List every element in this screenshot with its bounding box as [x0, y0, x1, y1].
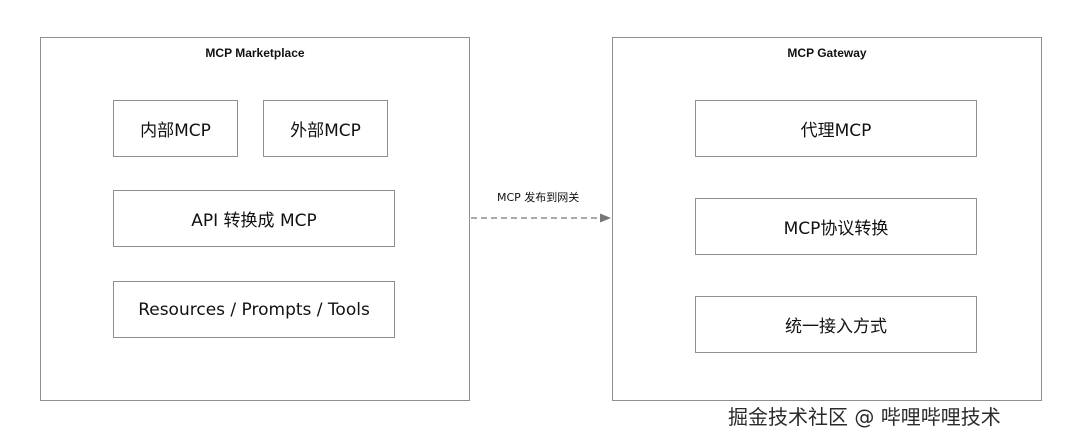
proxy-mcp-node: 代理MCP	[695, 100, 977, 157]
publish-edge-arrowhead	[600, 213, 611, 223]
api-convert-node: API 转换成 MCP	[113, 190, 395, 247]
resources-node: Resources / Prompts / Tools	[113, 281, 395, 338]
internal-mcp-node: 内部MCP	[113, 100, 238, 157]
gateway-title: MCP Gateway	[787, 46, 867, 60]
marketplace-title: MCP Marketplace	[205, 46, 305, 60]
watermark-text: 掘金技术社区 @ 哔哩哔哩技术	[728, 405, 1001, 429]
unified-access-node: 统一接入方式	[695, 296, 977, 353]
publish-edge-label: MCP 发布到网关	[497, 191, 580, 204]
external-mcp-node: 外部MCP	[263, 100, 388, 157]
protocol-convert-node: MCP协议转换	[695, 198, 977, 255]
